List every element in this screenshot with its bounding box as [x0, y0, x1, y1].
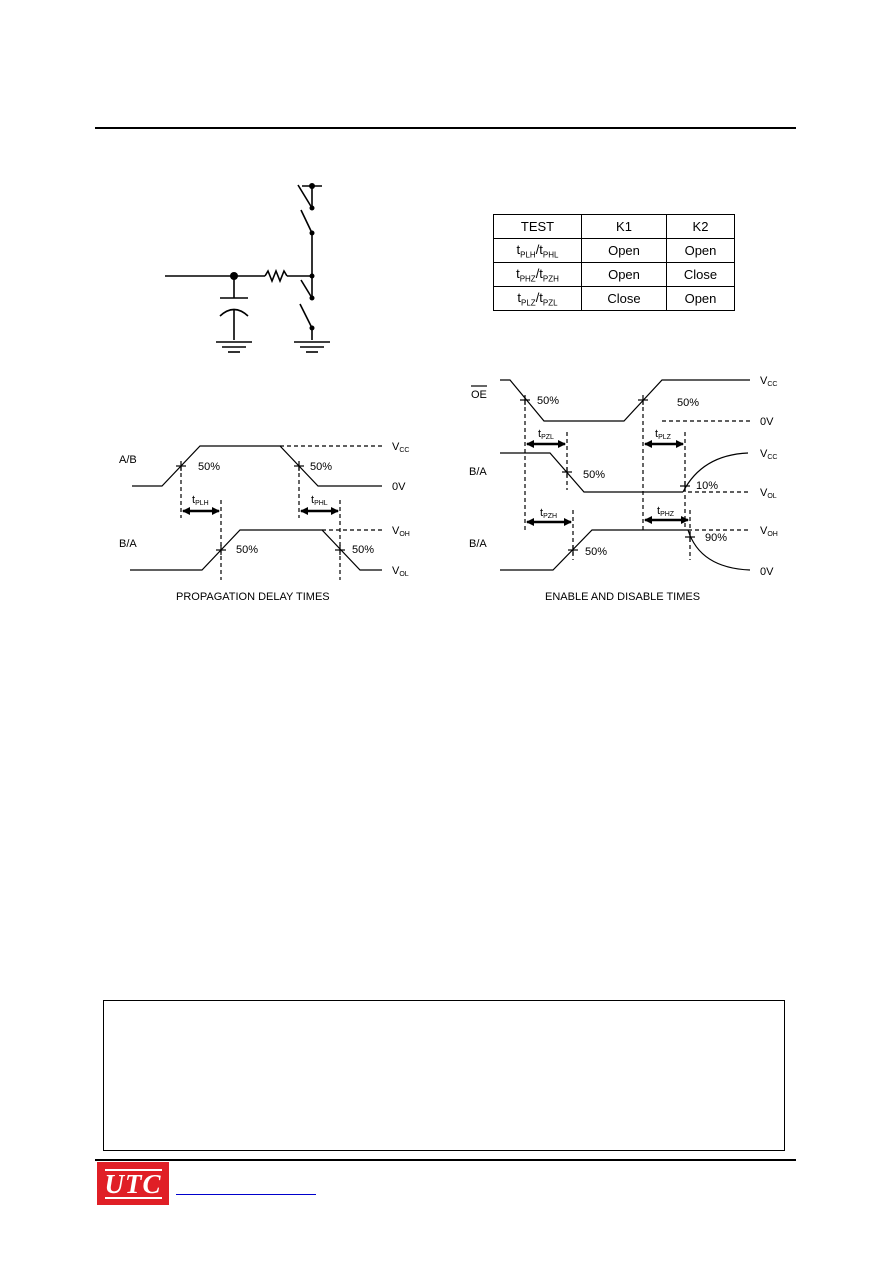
- table-header-row: TEST K1 K2: [493, 214, 735, 239]
- pct-label: 50%: [585, 546, 607, 558]
- vcc-label: VCC: [760, 375, 777, 388]
- propagation-delay-diagram: A/B B/A 50% 50% 50% 50% VCC 0V VOH VOL t…: [119, 441, 410, 603]
- pct-label: 90%: [705, 532, 727, 544]
- tphl-label: tPHL: [311, 494, 328, 507]
- website-link-underline[interactable]: [176, 1194, 316, 1195]
- tpzh-label: tPZH: [540, 507, 557, 520]
- tplz-label: tPLZ: [655, 428, 672, 441]
- utc-logo: UTC: [97, 1162, 169, 1205]
- vcc-label: VCC: [760, 448, 777, 461]
- pct-label: 50%: [198, 461, 220, 473]
- table-row: tPHZ/tPZH Open Close: [493, 262, 735, 287]
- enable-caption: ENABLE AND DISABLE TIMES: [545, 591, 700, 603]
- pct-label: 50%: [310, 461, 332, 473]
- test-cell: tPHZ/tPZH: [493, 262, 582, 287]
- vol-label: VOL: [760, 487, 777, 500]
- tplh-label: tPLH: [192, 494, 209, 507]
- k2-cell: Close: [666, 262, 735, 287]
- test-cell: tPLZ/tPZL: [493, 286, 582, 311]
- pct-label: 50%: [583, 469, 605, 481]
- k1-cell: Close: [581, 286, 667, 311]
- voh-label: VOH: [392, 525, 410, 538]
- pct-label: 50%: [677, 397, 699, 409]
- pct-label: 10%: [696, 480, 718, 492]
- pct-label: 50%: [537, 395, 559, 407]
- k2-cell: Open: [666, 238, 735, 263]
- header-rule: [95, 127, 796, 129]
- output-label: B/A: [119, 538, 137, 550]
- resistor: [264, 268, 288, 284]
- k2-cell: Open: [666, 286, 735, 311]
- propagation-caption: PROPAGATION DELAY TIMES: [176, 591, 330, 603]
- ba-label: B/A: [469, 466, 487, 478]
- col-header-k1: K1: [581, 214, 667, 239]
- table-row: tPLH/tPHL Open Open: [493, 238, 735, 263]
- input-waveform: [132, 445, 382, 487]
- switch-position-table: TEST K1 K2 tPLH/tPHL Open Open tPHZ/tPZH…: [493, 214, 735, 311]
- zero-volt-label: 0V: [392, 481, 406, 493]
- vcc-label: VCC: [392, 441, 409, 454]
- input-label: A/B: [119, 454, 137, 466]
- pct-label: 50%: [352, 544, 374, 556]
- oe-waveform: [500, 379, 750, 422]
- test-cell: tPLH/tPHL: [493, 238, 582, 263]
- k1-cell: Open: [581, 262, 667, 287]
- enable-disable-diagram: OE B/A B/A 50% 50% 50% 10% 50% 90% VCC 0…: [469, 375, 778, 603]
- timing-diagrams: A/B B/A 50% 50% 50% 50% VCC 0V VOH VOL t…: [119, 375, 778, 603]
- tpzl-label: tPZL: [538, 428, 554, 441]
- footer-rule: [95, 1159, 796, 1161]
- ba-label: B/A: [469, 538, 487, 550]
- tphz-label: tPHZ: [657, 505, 675, 518]
- pct-label: 50%: [236, 544, 258, 556]
- oe-label: OE: [471, 389, 487, 401]
- ba-low-float: [682, 452, 749, 493]
- switch-k1-blade: [297, 184, 313, 209]
- zero-volt-label: 0V: [760, 566, 774, 578]
- output-waveform: [130, 529, 382, 571]
- vol-label: VOL: [392, 565, 409, 578]
- zero-volt-label: 0V: [760, 416, 774, 428]
- col-header-test: TEST: [493, 214, 582, 239]
- voh-label: VOH: [760, 525, 778, 538]
- table-row: tPLZ/tPZL Close Open: [493, 286, 735, 311]
- test-circuit-schematic: [165, 183, 330, 353]
- notice-box: [103, 1000, 785, 1151]
